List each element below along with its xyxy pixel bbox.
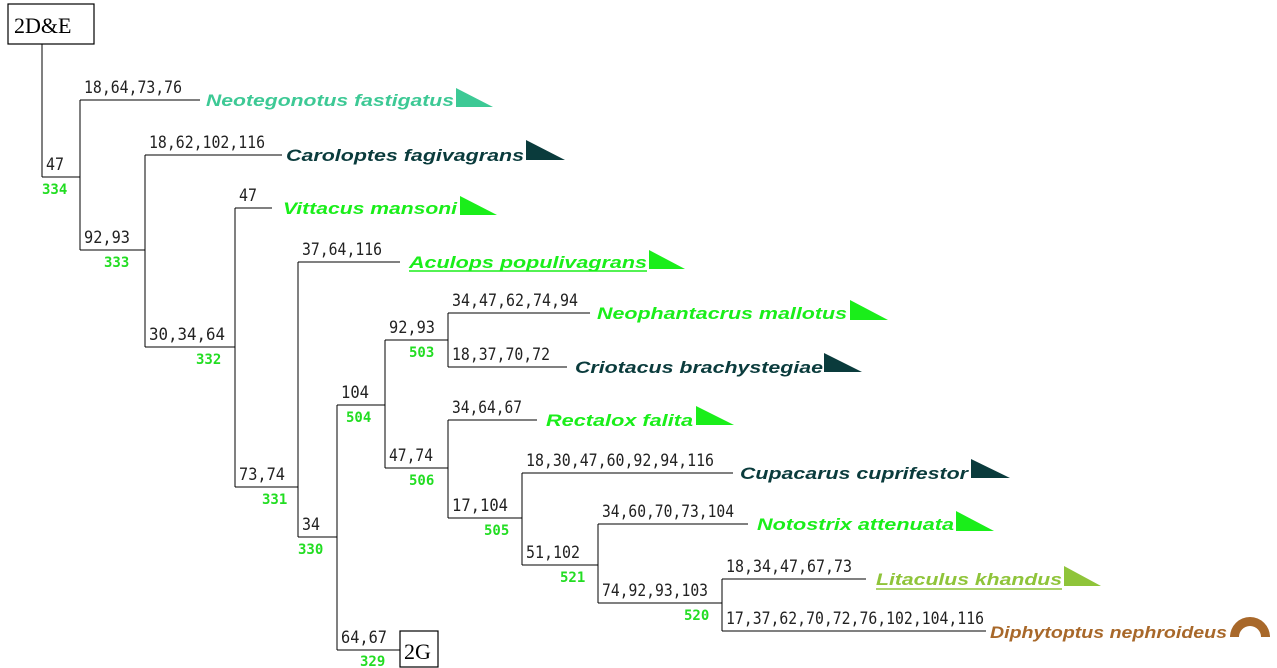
node-id: 329 xyxy=(360,654,385,668)
change-label: 18,37,70,72 xyxy=(452,345,550,365)
change-label: 17,104 xyxy=(452,496,508,516)
node-id: 332 xyxy=(196,352,221,368)
wedge-icon xyxy=(649,250,685,269)
taxon-name: Cupacarus cuprifestor xyxy=(740,464,970,483)
wedge-icon xyxy=(456,88,493,107)
node-ids: 334 333 332 331 330 504 503 506 505 521 … xyxy=(42,182,709,668)
taxon-labels: Neotegonotus fastigatus Caroloptes fagiv… xyxy=(206,88,1270,642)
taxon-name: Caroloptes fagivagrans xyxy=(286,146,524,165)
change-label: 37,64,116 xyxy=(302,240,382,260)
tree-lines xyxy=(41,44,986,651)
taxon-name: Diphytoptus nephroideus xyxy=(990,623,1227,642)
continuation-box-label: 2G xyxy=(404,639,431,664)
change-label: 18,34,47,67,73 xyxy=(726,557,852,577)
change-label: 47,74 xyxy=(389,446,433,466)
node-id: 330 xyxy=(298,542,323,558)
change-label: 34 xyxy=(302,515,320,535)
node-id: 503 xyxy=(409,345,434,361)
node-id: 521 xyxy=(560,570,585,586)
change-label: 51,102 xyxy=(526,543,580,563)
taxon-name: Neotegonotus fastigatus xyxy=(206,91,454,110)
change-label: 74,92,93,103 xyxy=(602,581,708,601)
change-label: 47 xyxy=(239,186,257,206)
node-id: 506 xyxy=(409,473,434,489)
node-id: 504 xyxy=(346,410,371,426)
root-box-label: 2D&E xyxy=(14,13,71,38)
node-id: 333 xyxy=(104,255,129,271)
taxon-name: Litaculus khandus xyxy=(876,570,1062,589)
taxon-name: Criotacus brachystegiae xyxy=(575,358,823,377)
change-label: 34,64,67 xyxy=(452,398,522,418)
node-id: 331 xyxy=(262,492,287,508)
change-label: 73,74 xyxy=(239,465,285,485)
change-label: 104 xyxy=(341,383,369,403)
character-labels: 18,64,73,76 18,62,102,116 47 37,64,116 3… xyxy=(46,78,984,648)
wedge-icon xyxy=(850,300,888,320)
root-box xyxy=(7,3,95,45)
change-label: 18,62,102,116 xyxy=(149,133,265,153)
wedge-icon xyxy=(696,406,734,425)
change-label: 18,64,73,76 xyxy=(84,78,182,98)
node-id: 334 xyxy=(42,182,67,198)
continuation-box xyxy=(399,630,439,668)
taxon-name: Vittacus mansoni xyxy=(283,199,459,218)
taxon-name: Aculops populivagrans xyxy=(408,253,647,272)
change-label: 47 xyxy=(46,155,64,175)
change-label: 92,93 xyxy=(84,228,130,248)
node-id: 520 xyxy=(684,608,709,624)
change-label: 17,37,62,70,72,76,102,104,116 xyxy=(726,609,984,629)
dome-icon xyxy=(1230,617,1270,637)
change-label: 92,93 xyxy=(389,318,435,338)
node-id: 505 xyxy=(484,523,509,539)
wedge-icon xyxy=(1064,566,1101,586)
wedge-icon xyxy=(956,511,994,531)
change-label: 30,34,64 xyxy=(149,325,225,345)
wedge-icon xyxy=(526,140,565,160)
taxon-name: Rectalox falita xyxy=(546,411,693,430)
change-label: 34,47,62,74,94 xyxy=(452,291,578,311)
change-label: 18,30,47,60,92,94,116 xyxy=(526,451,714,471)
taxon-name: Neophantacrus mallotus xyxy=(597,304,847,323)
wedge-icon xyxy=(971,459,1010,478)
wedge-icon xyxy=(824,353,862,372)
change-label: 64,67 xyxy=(341,628,387,648)
wedge-icon xyxy=(460,196,497,215)
taxon-name: Notostrix attenuata xyxy=(757,515,954,534)
change-label: 34,60,70,73,104 xyxy=(602,502,734,522)
